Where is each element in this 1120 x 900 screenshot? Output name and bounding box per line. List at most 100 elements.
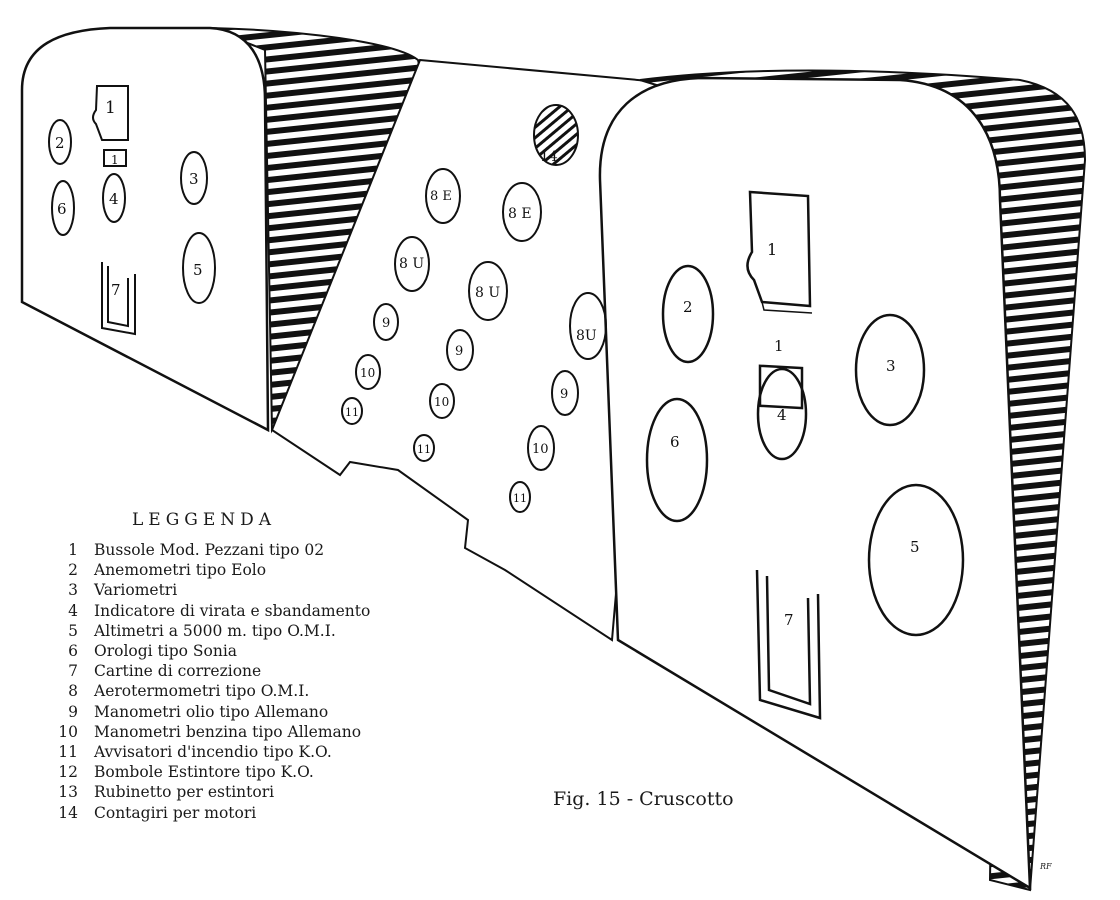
left-instruments bbox=[48, 85, 216, 336]
right-label-1b: 1 bbox=[774, 337, 784, 355]
legend-item-text: Bombole Estintore tipo K.O. bbox=[94, 763, 314, 782]
left-label-1b: 1 bbox=[111, 153, 119, 167]
left-label-1: 1 bbox=[105, 98, 116, 118]
legend-item: 1 Bussole Mod. Pezzani tipo 02 bbox=[40, 540, 500, 560]
left-panel bbox=[20, 26, 442, 434]
legend-item-text: Orologi tipo Sonia bbox=[94, 642, 238, 661]
legend-item-text: Altimetri a 5000 m. tipo O.M.I. bbox=[94, 621, 336, 640]
right-compass-1-base bbox=[761, 301, 813, 314]
legend-item: 7 Cartine di correzione bbox=[40, 661, 500, 681]
legend-item-number: 2 bbox=[68, 561, 78, 580]
figure-caption: Fig. 15 - Cruscotto bbox=[553, 788, 734, 810]
right-label-1: 1 bbox=[767, 240, 777, 259]
legend-item: 4 Indicatore di virata e sbandamento bbox=[40, 601, 500, 621]
left-label-5: 5 bbox=[193, 261, 203, 279]
right-gauge-2 bbox=[661, 264, 715, 364]
legend-item-text: Indicatore di virata e sbandamento bbox=[94, 601, 371, 620]
legend-item-number: 7 bbox=[68, 662, 78, 681]
right-label-2: 2 bbox=[683, 298, 693, 316]
right-panel-front bbox=[598, 76, 1032, 891]
right-label-5: 5 bbox=[910, 538, 920, 556]
right-label-3: 3 bbox=[886, 357, 896, 375]
center-label-14: 14 bbox=[540, 149, 558, 165]
legend-item-number: 1 bbox=[68, 541, 78, 559]
legend-item-text: Manometri olio tipo Allemano bbox=[94, 702, 329, 721]
right-gauge-3 bbox=[854, 313, 926, 427]
legend-item-number: 8 bbox=[68, 682, 78, 701]
left-gauge-2 bbox=[48, 119, 72, 165]
legend-item: 5 Altimetri a 5000 m. tipo O.M.I. bbox=[40, 621, 500, 641]
legend-item-number: 14 bbox=[58, 803, 78, 822]
center-label-8e-a: 8 E bbox=[430, 189, 452, 204]
left-label-3: 3 bbox=[189, 170, 199, 188]
center-label-9-a: 9 bbox=[382, 316, 390, 331]
center-gauge-9-b bbox=[446, 329, 474, 371]
legend-item-text: Contagiri per motori bbox=[94, 803, 257, 822]
left-card-holder-7 bbox=[101, 262, 136, 336]
center-gauge-9-a bbox=[373, 303, 399, 341]
center-label-9-c: 9 bbox=[560, 387, 568, 402]
legend-item-text: Variometri bbox=[94, 581, 178, 600]
right-instruments bbox=[645, 190, 965, 720]
legend-item-number: 6 bbox=[68, 642, 78, 661]
left-label-2: 2 bbox=[55, 134, 65, 152]
right-gauge-4 bbox=[756, 367, 808, 461]
legend-item-number: 3 bbox=[68, 581, 78, 600]
center-gauge-10-b bbox=[429, 383, 455, 419]
left-gauge-6 bbox=[51, 180, 75, 236]
center-label-8u-c: 8U bbox=[576, 328, 597, 344]
center-tachometer-14 bbox=[533, 104, 579, 166]
center-instruments bbox=[341, 104, 607, 513]
left-correction-card-1 bbox=[103, 149, 127, 167]
center-gauge-9-c bbox=[551, 370, 579, 416]
left-gauge-5 bbox=[182, 232, 216, 304]
legend-item: 12 Bombole Estintore tipo K.O. bbox=[40, 762, 500, 782]
left-compass-1 bbox=[92, 85, 129, 141]
right-label-6: 6 bbox=[670, 433, 680, 451]
center-gauge-8e-b bbox=[502, 182, 542, 242]
right-gauge-5 bbox=[867, 483, 965, 637]
legend-item-number: 12 bbox=[58, 763, 78, 782]
legend-item: 11 Avvisatori d'incendio tipo K.O. bbox=[40, 742, 500, 762]
legend-item-text: Rubinetto per estintori bbox=[94, 783, 275, 802]
legend-item-number: 13 bbox=[58, 783, 78, 802]
left-label-6: 6 bbox=[57, 200, 67, 218]
legend-item: 3 Variometri bbox=[40, 580, 500, 600]
legend-item-text: Cartine di correzione bbox=[94, 662, 262, 681]
center-gauge-8u-a bbox=[394, 236, 430, 292]
legend-item-number: 5 bbox=[68, 621, 78, 640]
legend-item-text: Avvisatori d'incendio tipo K.O. bbox=[94, 743, 332, 762]
legend-item-number: 4 bbox=[68, 601, 78, 620]
right-compass-1 bbox=[746, 190, 812, 308]
right-label-7: 7 bbox=[784, 611, 794, 629]
right-instrument-labels: 1 1 2 3 4 5 6 7 bbox=[670, 240, 920, 629]
center-label-10-b: 10 bbox=[434, 395, 449, 409]
center-gauge-11-b bbox=[413, 434, 435, 462]
center-gauge-10-c bbox=[527, 425, 555, 471]
center-label-9-b: 9 bbox=[455, 344, 463, 359]
center-label-10-a: 10 bbox=[360, 366, 375, 380]
center-gauge-8u-b bbox=[468, 261, 508, 321]
legend-item: 6 Orologi tipo Sonia bbox=[40, 641, 500, 661]
center-gauge-8u-c bbox=[569, 292, 607, 360]
right-panel bbox=[598, 69, 1087, 892]
legend-item-text: Manometri benzina tipo Allemano bbox=[94, 722, 362, 741]
center-label-8u-a: 8 U bbox=[399, 256, 424, 272]
legend-title: LEGGENDA bbox=[132, 510, 277, 530]
center-label-8u-b: 8 U bbox=[475, 285, 500, 301]
right-label-4: 4 bbox=[777, 406, 787, 424]
legend-item-text: Bussole Mod. Pezzani tipo 02 bbox=[94, 541, 325, 559]
legend-item-number: 11 bbox=[58, 743, 78, 762]
legend-item: 13 Rubinetto per estintori bbox=[40, 782, 500, 802]
center-label-8e-b: 8 E bbox=[508, 206, 532, 222]
right-gauge-6 bbox=[645, 397, 709, 523]
center-label-11-b: 11 bbox=[417, 443, 431, 456]
center-label-10-c: 10 bbox=[532, 442, 549, 457]
left-gauge-3 bbox=[180, 151, 208, 205]
